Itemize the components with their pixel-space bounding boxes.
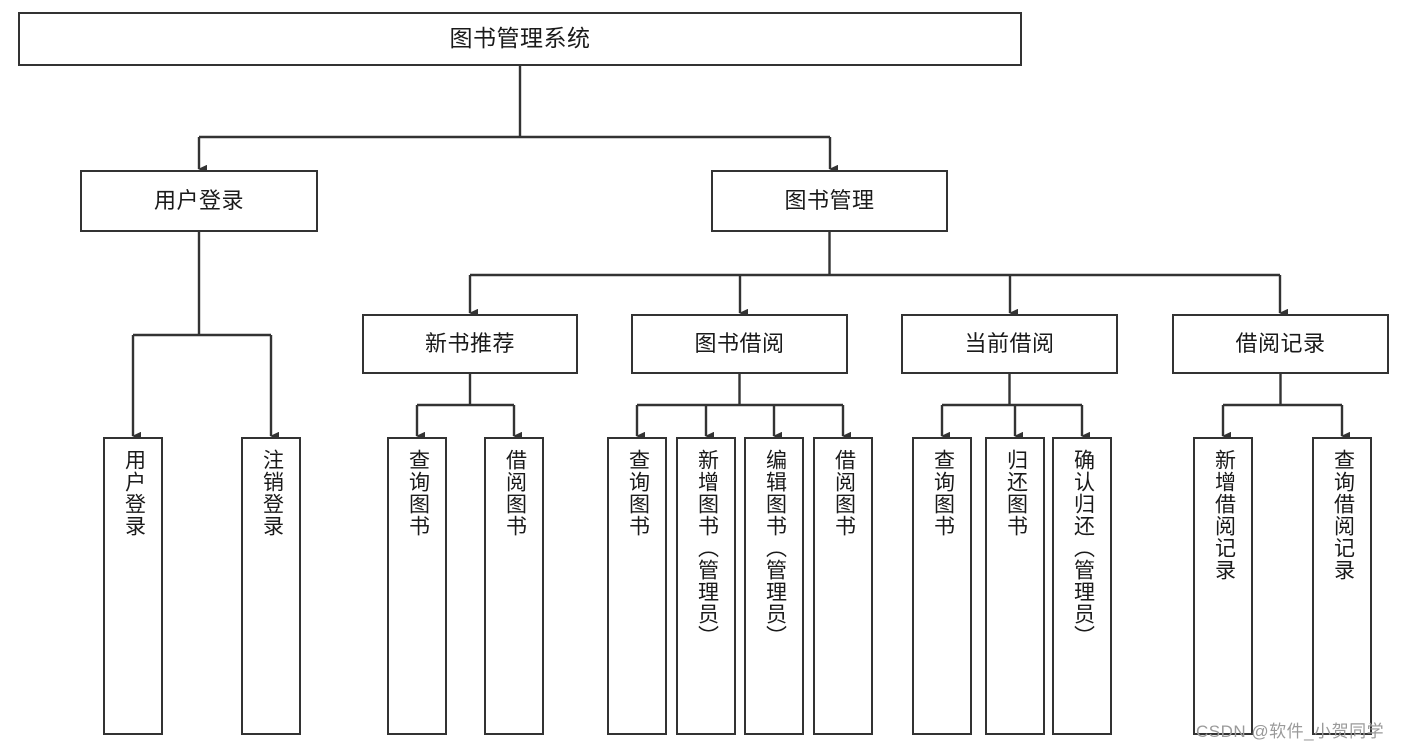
node-label: 借阅图书	[832, 449, 856, 537]
node-label: 图书管理	[784, 187, 875, 213]
leaf-leaf-borrow-book[interactable]: 借阅图书	[813, 437, 873, 735]
leaf-leaf-return-book[interactable]: 归还图书	[985, 437, 1045, 735]
node-label: 图书借阅	[694, 330, 785, 356]
node-label: 用户登录	[122, 449, 146, 537]
node-new-book-rec[interactable]: 新书推荐	[362, 314, 578, 374]
node-label: 注销登录	[260, 449, 284, 537]
node-label: 借阅图书	[503, 449, 527, 537]
node-borrow-record[interactable]: 借阅记录	[1172, 314, 1389, 374]
leaf-leaf-add-book[interactable]: 新增图书（管理员）	[676, 437, 736, 735]
node-label: 查询借阅记录	[1331, 449, 1355, 581]
leaf-leaf-confirm-return[interactable]: 确认归还（管理员）	[1052, 437, 1112, 735]
leaf-leaf-query-book-cur[interactable]: 查询图书	[912, 437, 972, 735]
leaf-leaf-user-login[interactable]: 用户登录	[103, 437, 163, 735]
node-label: 用户登录	[153, 187, 244, 213]
leaf-leaf-query-record[interactable]: 查询借阅记录	[1312, 437, 1372, 735]
node-label: 图书管理系统	[449, 25, 591, 52]
node-label: 新增借阅记录	[1212, 449, 1236, 581]
node-label: 查询图书	[626, 449, 650, 537]
node-label: 新增图书（管理员）	[695, 449, 719, 647]
node-label: 新书推荐	[424, 330, 515, 356]
leaf-leaf-user-logout[interactable]: 注销登录	[241, 437, 301, 735]
csdn-watermark: CSDN @软件_小贺同学	[1196, 722, 1385, 741]
leaf-leaf-add-record[interactable]: 新增借阅记录	[1193, 437, 1253, 735]
leaf-leaf-query-book-rec[interactable]: 查询图书	[387, 437, 447, 735]
node-label: 查询图书	[931, 449, 955, 537]
node-root[interactable]: 图书管理系统	[18, 12, 1022, 66]
node-label: 编辑图书（管理员）	[763, 449, 787, 647]
node-book-borrow[interactable]: 图书借阅	[631, 314, 848, 374]
leaf-leaf-edit-book[interactable]: 编辑图书（管理员）	[744, 437, 804, 735]
node-current-borrow[interactable]: 当前借阅	[901, 314, 1118, 374]
node-label: 归还图书	[1004, 449, 1028, 537]
node-label: 借阅记录	[1235, 330, 1326, 356]
node-label: 确认归还（管理员）	[1071, 449, 1095, 647]
leaf-leaf-borrow-book-rec[interactable]: 借阅图书	[484, 437, 544, 735]
node-book-manage[interactable]: 图书管理	[711, 170, 948, 232]
node-label: 当前借阅	[964, 330, 1055, 356]
node-user-login[interactable]: 用户登录	[80, 170, 318, 232]
leaf-leaf-query-book[interactable]: 查询图书	[607, 437, 667, 735]
node-label: 查询图书	[406, 449, 430, 537]
